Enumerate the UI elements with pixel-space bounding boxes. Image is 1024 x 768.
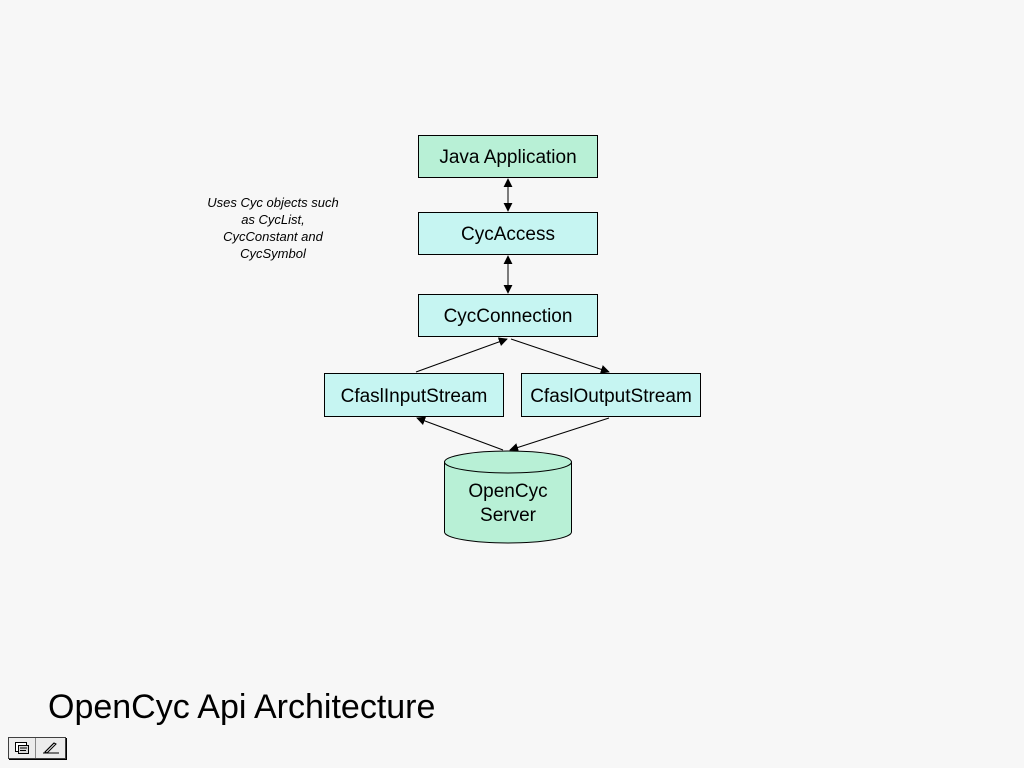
node-cycconnection: CycConnection <box>418 294 598 337</box>
edge-cfaslinputstream-to-cycconnection <box>415 337 508 373</box>
node-java-application: Java Application <box>418 135 598 178</box>
node-opencyc-server-label-line2: Server <box>480 505 537 526</box>
node-java-application-label: Java Application <box>439 147 576 168</box>
annotation-line: CycSymbol <box>240 246 306 261</box>
node-cycaccess: CycAccess <box>418 212 598 255</box>
slide-title: OpenCyc Api Architecture <box>48 688 436 726</box>
node-opencyc-server-label-line1: OpenCyc <box>468 481 547 502</box>
slide-navigation-control[interactable] <box>8 737 66 759</box>
node-cycaccess-label: CycAccess <box>461 224 555 245</box>
node-cfasloutputstream-label: CfaslOutputStream <box>530 386 692 407</box>
database-cylinder-top <box>444 450 572 474</box>
node-cfaslinputstream: CfaslInputStream <box>324 373 504 417</box>
node-cycconnection-label: CycConnection <box>444 306 573 327</box>
annotation-line: as CycList, <box>241 212 305 227</box>
edge-server-to-cfaslinputstream <box>416 416 504 451</box>
node-opencyc-server: OpenCyc Server <box>444 450 572 544</box>
annotation-line: CycConstant and <box>223 229 323 244</box>
node-cfaslinputstream-label: CfaslInputStream <box>341 386 488 407</box>
edge-cycconnection-to-cfasloutputstream <box>510 338 610 374</box>
node-cfasloutputstream: CfaslOutputStream <box>521 373 701 417</box>
slide-menu-icon[interactable] <box>9 738 35 758</box>
annotation-line: Uses Cyc objects such <box>207 195 339 210</box>
edge-cfasloutputstream-to-server <box>509 417 610 452</box>
cycaccess-annotation: Uses Cyc objects such as CycList, CycCon… <box>188 194 358 262</box>
pen-icon[interactable] <box>35 738 65 758</box>
